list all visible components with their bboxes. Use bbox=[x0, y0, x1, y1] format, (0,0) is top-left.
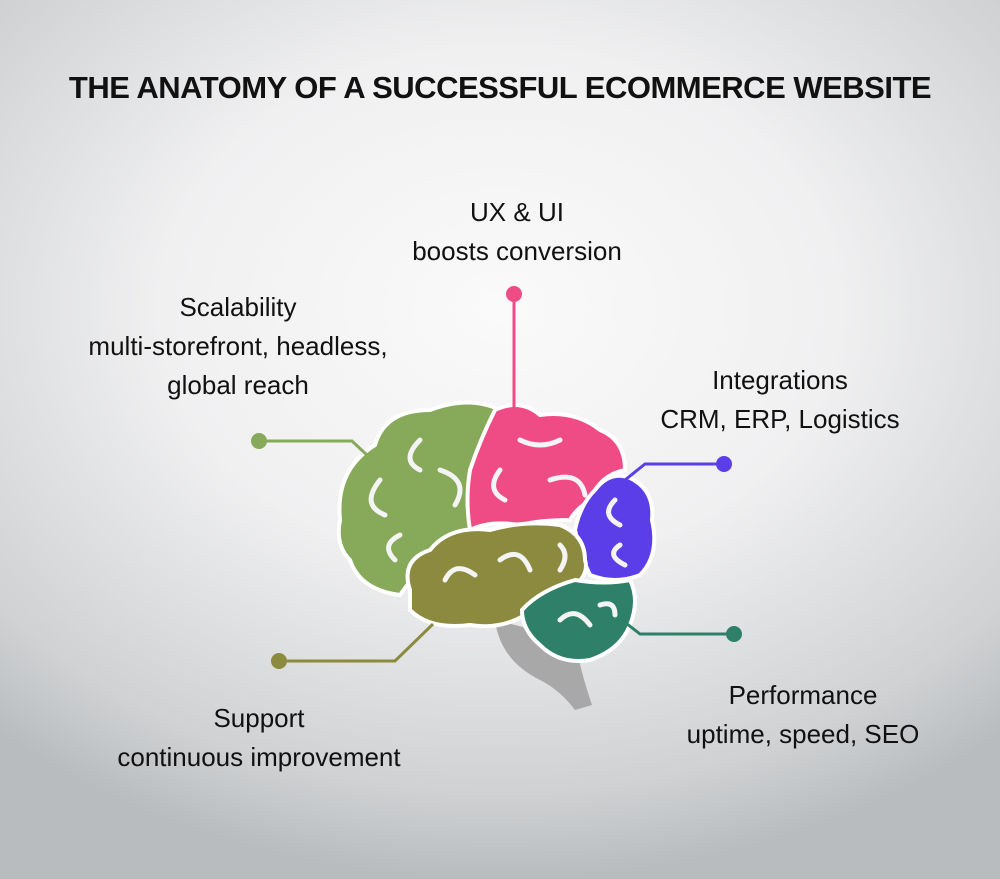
performance-detail: uptime, speed, SEO bbox=[686, 719, 920, 749]
support-heading: Support bbox=[213, 703, 305, 733]
label-integrations: Integrations CRM, ERP, Logistics bbox=[630, 361, 930, 439]
label-ux: UX & UI boosts conversion bbox=[367, 193, 667, 271]
connector-performance bbox=[621, 618, 734, 636]
scalability-detail: multi-storefront, headless, bbox=[88, 331, 388, 361]
title-text: THE ANATOMY OF A SUCCESSFUL ECOMMERCE WE… bbox=[68, 70, 932, 105]
connector-support bbox=[279, 622, 435, 663]
integrations-detail: CRM, ERP, Logistics bbox=[660, 404, 900, 434]
scalability-heading: Scalability bbox=[179, 292, 297, 322]
connector-scalability bbox=[259, 439, 370, 458]
lobe-integrations bbox=[572, 473, 657, 582]
dot-performance bbox=[726, 626, 742, 642]
brain-folds bbox=[368, 437, 628, 628]
dot-ux bbox=[506, 286, 522, 302]
dot-scalability bbox=[251, 433, 267, 449]
infographic-title: THE ANATOMY OF A SUCCESSFUL ECOMMERCE WE… bbox=[40, 70, 960, 106]
ux-heading: UX & UI bbox=[470, 197, 564, 227]
dot-integrations bbox=[716, 456, 732, 472]
ux-detail: boosts conversion bbox=[412, 236, 622, 266]
performance-heading: Performance bbox=[728, 680, 878, 710]
label-scalability: Scalability multi-storefront, headless, … bbox=[58, 288, 418, 405]
support-detail: continuous improvement bbox=[117, 742, 401, 772]
dot-support bbox=[271, 653, 287, 669]
scalability-detail-2: global reach bbox=[167, 370, 309, 400]
integrations-heading: Integrations bbox=[712, 365, 848, 395]
label-performance: Performance uptime, speed, SEO bbox=[653, 676, 953, 754]
connector-integrations bbox=[624, 462, 724, 482]
label-support: Support continuous improvement bbox=[79, 699, 439, 777]
